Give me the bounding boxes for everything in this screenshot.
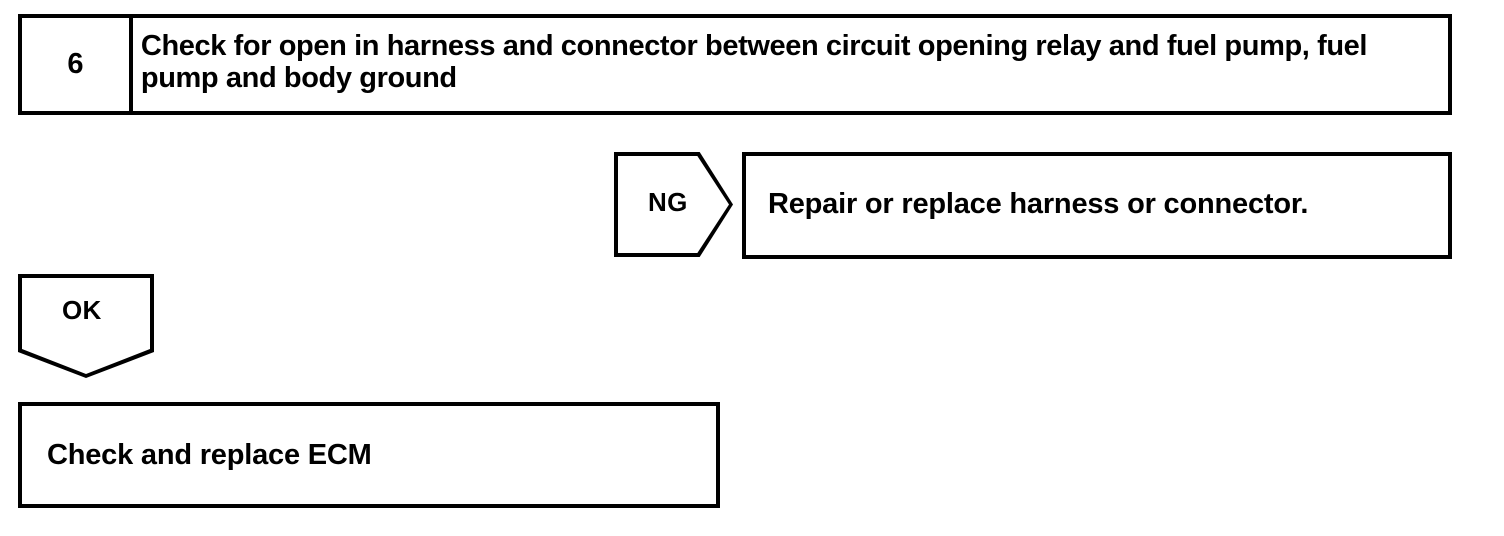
- ok-result-text: Check and replace ECM: [47, 438, 372, 471]
- step-header-row: 6 Check for open in harness and connecto…: [18, 14, 1452, 115]
- step-number-cell: 6: [22, 18, 133, 111]
- step-number: 6: [67, 48, 84, 80]
- ng-result-box: Repair or replace harness or connector.: [742, 152, 1452, 259]
- ok-branch-label: OK: [62, 295, 102, 325]
- ok-branch-arrow-fill: [22, 278, 150, 374]
- ng-branch-label: NG: [648, 187, 688, 217]
- ng-result-text: Repair or replace harness or connector.: [768, 188, 1309, 220]
- step-description-cell: Check for open in harness and connector …: [133, 18, 1448, 111]
- ok-branch-arrow-down-pentagon-icon: [18, 274, 154, 378]
- step-description: Check for open in harness and connector …: [140, 30, 1368, 94]
- ok-result-box: Check and replace ECM: [18, 402, 720, 508]
